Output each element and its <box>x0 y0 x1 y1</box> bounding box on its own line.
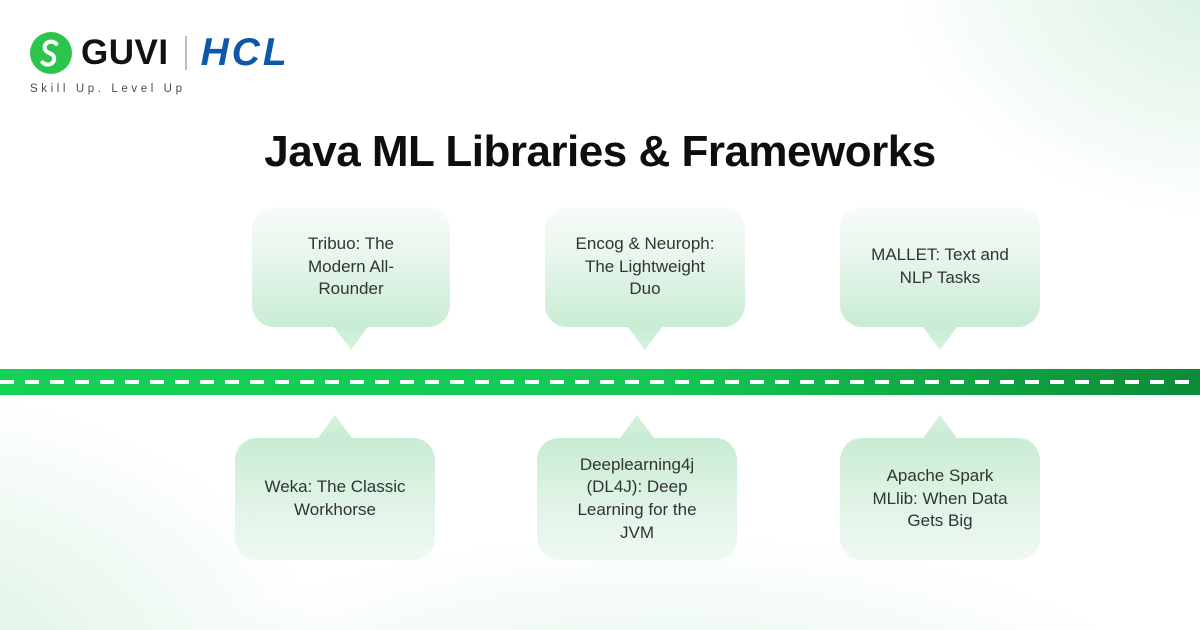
callout-encog-neuroph: Encog & Neuroph: The Lightweight Duo <box>545 207 745 350</box>
hcl-wordmark: HCL <box>200 31 290 74</box>
callout-bubble: Tribuo: The Modern All- Rounder <box>252 207 450 327</box>
callout-bubble: Deeplearning4j (DL4J): Deep Learning for… <box>537 438 737 560</box>
callout-deeplearning4j: Deeplearning4j (DL4J): Deep Learning for… <box>537 415 737 560</box>
callout-bubble: Apache Spark MLlib: When Data Gets Big <box>840 438 1040 560</box>
callout-pointer-down-icon <box>923 327 957 350</box>
callout-pointer-up-icon <box>620 415 654 438</box>
timeline-band <box>0 369 1200 395</box>
callout-pointer-down-icon <box>628 327 662 350</box>
callout-weka: Weka: The Classic Workhorse <box>235 415 435 560</box>
callout-mallet: MALLET: Text and NLP Tasks <box>840 207 1040 350</box>
page-title: Java ML Libraries & Frameworks <box>264 127 936 176</box>
brand-divider <box>184 36 187 70</box>
callout-label: Deeplearning4j (DL4J): Deep Learning for… <box>577 454 697 542</box>
callout-label: Weka: The Classic Workhorse <box>264 477 406 519</box>
callout-pointer-down-icon <box>334 327 368 350</box>
callout-bubble: Weka: The Classic Workhorse <box>235 438 435 560</box>
callout-label: Encog & Neuroph: The Lightweight Duo <box>575 234 715 299</box>
callout-tribuo: Tribuo: The Modern All- Rounder <box>252 207 450 350</box>
callout-pointer-up-icon <box>923 415 957 438</box>
guvi-logo-icon <box>30 32 72 74</box>
brand-logo-row: GUVI HCL <box>30 30 290 76</box>
callout-pointer-up-icon <box>318 415 352 438</box>
brand-tagline: Skill Up. Level Up <box>30 83 186 95</box>
callout-label: MALLET: Text and NLP Tasks <box>871 245 1009 287</box>
callout-label: Tribuo: The Modern All- Rounder <box>308 234 394 299</box>
callout-bubble: MALLET: Text and NLP Tasks <box>840 207 1040 327</box>
brand-header: GUVI HCL Skill Up. Level Up <box>30 30 290 95</box>
timeline-dashes <box>0 380 1200 384</box>
callout-spark-mllib: Apache Spark MLlib: When Data Gets Big <box>840 415 1040 560</box>
guvi-wordmark: GUVI <box>81 33 169 72</box>
callout-label: Apache Spark MLlib: When Data Gets Big <box>872 466 1008 531</box>
callout-bubble: Encog & Neuroph: The Lightweight Duo <box>545 207 745 327</box>
